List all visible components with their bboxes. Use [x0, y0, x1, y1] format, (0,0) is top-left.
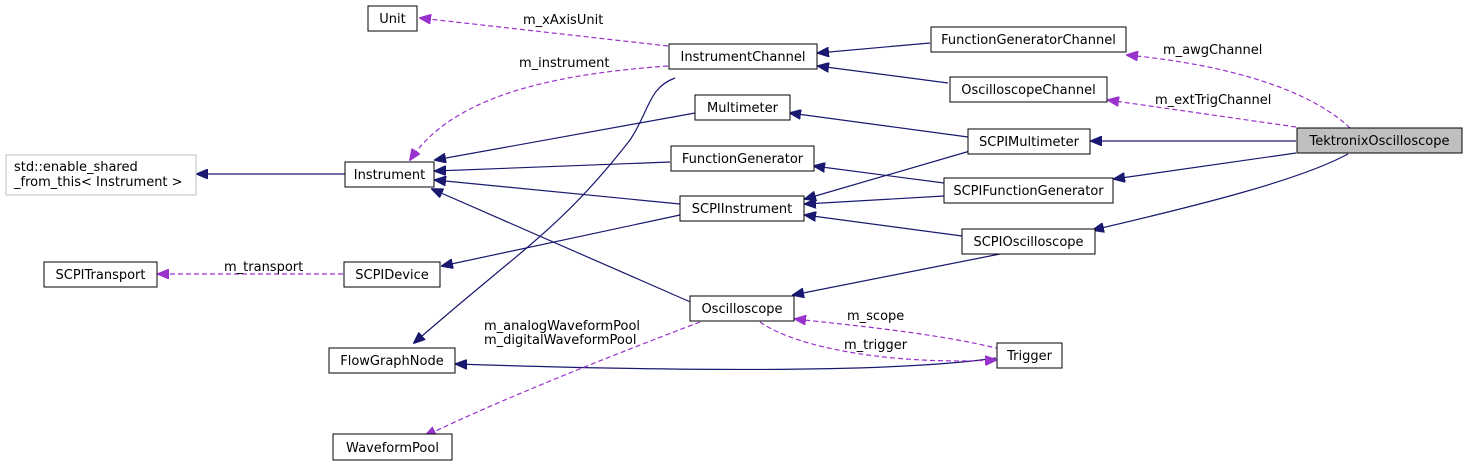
node-label: SCPITransport — [55, 268, 145, 283]
edge-scpi-multimeter-to-scpi-instrument — [805, 150, 971, 199]
edge-label-m-awg-channel: m_awgChannel — [1163, 43, 1262, 58]
node-scpi-function-generator[interactable]: SCPIFunctionGenerator — [943, 177, 1114, 204]
node-label: FunctionGeneratorChannel — [941, 33, 1116, 48]
edge-label-m-instrument: m_instrument — [519, 56, 609, 71]
edge-label-m-transport: m_transport — [224, 260, 303, 275]
node-scpi-instrument[interactable]: SCPIInstrument — [679, 195, 805, 222]
node-label: SCPIInstrument — [692, 202, 793, 217]
edge-scpi-device-to-flow-graph-node — [414, 77, 676, 343]
edge-label-m-ext-trig-channel: m_extTrigChannel — [1155, 93, 1271, 108]
edge-oscilloscope-to-instrument — [432, 189, 696, 305]
node-label: TektronixOscilloscope — [1309, 134, 1450, 149]
node-label: SCPIFunctionGenerator — [953, 184, 1104, 199]
edge-label-m-scope: m_scope — [847, 309, 904, 324]
node-label: Oscilloscope — [701, 302, 782, 317]
edge-label-m-x-axis-unit: m_xAxisUnit — [523, 13, 603, 28]
edge-tektronix-to-scpi-function-generator — [1114, 152, 1297, 179]
node-tektronix-oscilloscope[interactable]: TektronixOscilloscope — [1296, 127, 1463, 154]
edge-multimeter-to-instrument — [435, 112, 696, 160]
edge-trigger-to-flow-graph-node — [456, 357, 997, 370]
edge-label-m-analog-waveform-pool: m_analogWaveformPool — [484, 319, 640, 334]
edge-scpi-instrument-to-instrument — [435, 180, 681, 205]
edge-label-m-digital-waveform-pool: m_digitalWaveformPool — [484, 333, 636, 348]
nodes: Unit InstrumentChannel FunctionGenerator… — [5, 5, 1463, 461]
edge-function-generator-to-instrument — [435, 161, 671, 171]
node-instrument-channel[interactable]: InstrumentChannel — [668, 43, 818, 70]
node-multimeter[interactable]: Multimeter — [694, 94, 791, 121]
edge-tektronix-uses-function-generator-channel — [1127, 55, 1351, 129]
inheritance-edges — [197, 42, 1349, 370]
node-label: OscilloscopeChannel — [961, 83, 1095, 98]
node-scpi-multimeter[interactable]: SCPIMultimeter — [967, 128, 1091, 155]
node-flow-graph-node[interactable]: FlowGraphNode — [328, 347, 456, 374]
edge-scpi-function-generator-to-scpi-instrument — [805, 195, 945, 204]
edge-instrument-channel-uses-unit — [420, 18, 669, 47]
node-label: WaveformPool — [346, 441, 439, 456]
edge-scpi-oscilloscope-to-oscilloscope — [793, 253, 1001, 295]
node-label: InstrumentChannel — [681, 50, 806, 65]
node-scpi-oscilloscope[interactable]: SCPIOscilloscope — [961, 228, 1096, 255]
edge-scpi-function-generator-to-function-generator — [814, 166, 945, 184]
node-unit[interactable]: Unit — [367, 5, 418, 32]
edge-scpi-instrument-to-scpi-device — [442, 214, 681, 266]
collaboration-edges — [158, 18, 1351, 436]
edge-oscilloscope-channel-to-instrument-channel — [818, 66, 949, 84]
node-instrument[interactable]: Instrument — [344, 161, 435, 188]
node-oscilloscope-channel[interactable]: OscilloscopeChannel — [949, 76, 1108, 103]
node-label: Trigger — [1006, 349, 1052, 364]
node-waveform-pool[interactable]: WaveformPool — [332, 433, 453, 461]
node-label-line-1: std::enable_shared — [14, 160, 138, 175]
node-function-generator-channel[interactable]: FunctionGeneratorChannel — [930, 26, 1127, 53]
node-scpi-transport[interactable]: SCPITransport — [43, 261, 158, 288]
edge-label-m-trigger: m_trigger — [844, 338, 908, 353]
node-label: FlowGraphNode — [340, 354, 443, 369]
node-oscilloscope[interactable]: Oscilloscope — [689, 295, 795, 322]
node-function-generator[interactable]: FunctionGenerator — [670, 145, 815, 172]
node-label: SCPIOscilloscope — [973, 235, 1083, 250]
node-trigger[interactable]: Trigger — [996, 342, 1063, 369]
node-scpi-device[interactable]: SCPIDevice — [343, 261, 441, 288]
node-label-line-2: _from_this< Instrument > — [13, 175, 183, 190]
edge-tektronix-to-scpi-oscilloscope — [1093, 153, 1349, 230]
edge-scpi-multimeter-to-multimeter — [790, 113, 969, 138]
node-label: Multimeter — [707, 101, 779, 116]
edge-scpi-oscilloscope-to-scpi-instrument — [805, 215, 963, 237]
node-label: Unit — [379, 12, 405, 27]
edge-instrument-channel-uses-instrument — [410, 65, 669, 160]
node-label: FunctionGenerator — [682, 152, 804, 167]
node-label: Instrument — [354, 168, 426, 183]
node-enable-shared-from-this[interactable]: std::enable_shared _from_this< Instrumen… — [5, 154, 197, 196]
edge-labels: m_xAxisUnit m_instrument m_awgChannel m_… — [224, 13, 1271, 353]
edge-function-generator-channel-to-instrument-channel — [818, 42, 931, 53]
node-label: SCPIMultimeter — [979, 135, 1080, 150]
edge-oscilloscope-uses-trigger — [759, 321, 996, 361]
node-label: SCPIDevice — [355, 268, 428, 283]
edge-oscilloscope-uses-waveform-pool — [425, 321, 701, 436]
